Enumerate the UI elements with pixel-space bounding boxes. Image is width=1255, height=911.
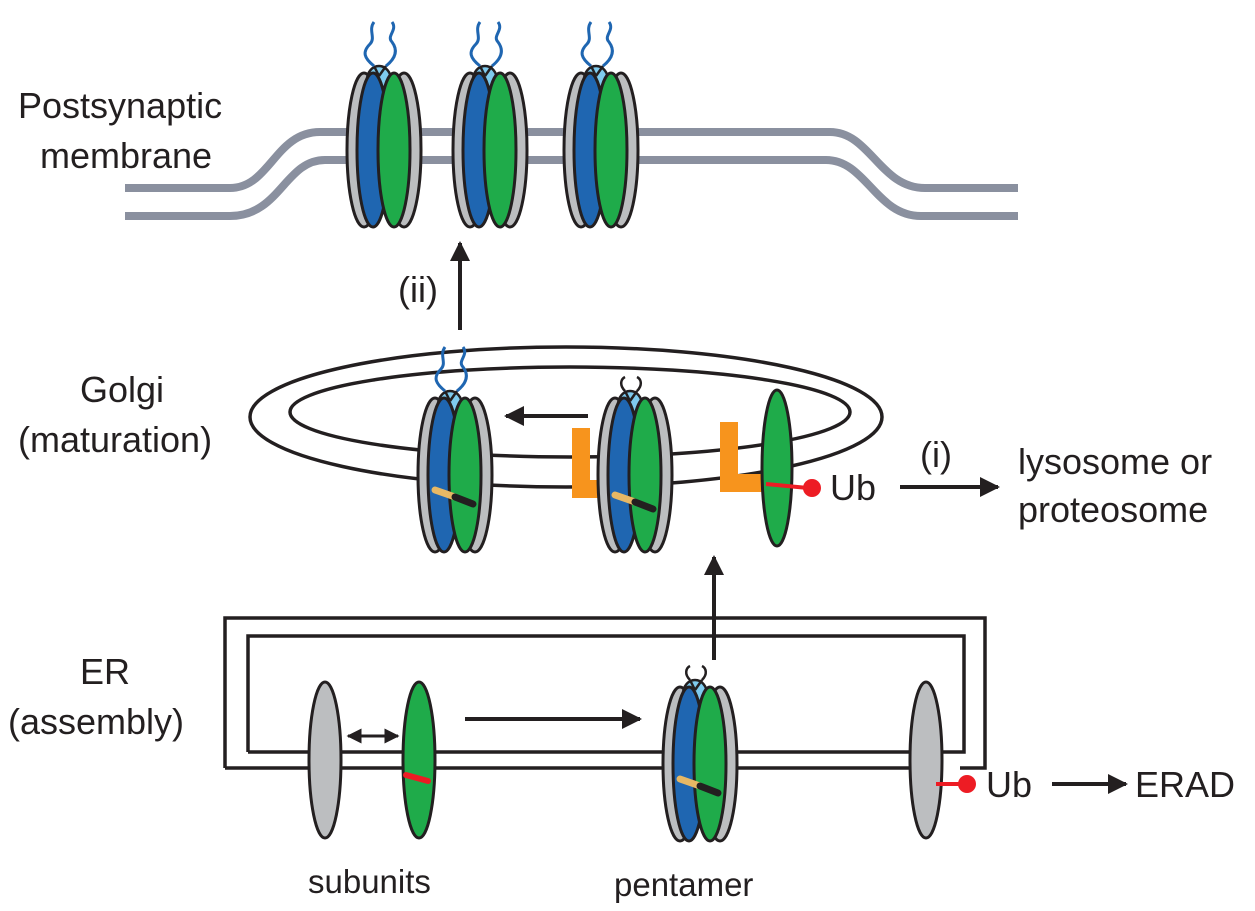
golgi-label-line1: Golgi — [80, 369, 164, 410]
er-subunit-red-tag — [403, 772, 431, 784]
lysosome-label-line2: proteosome — [1018, 489, 1208, 530]
ubiquitin-dot-er — [958, 775, 976, 793]
golgi-label-line2: (maturation) — [18, 419, 212, 460]
er-pentamer — [663, 666, 737, 841]
golgi-receptor-mature — [418, 347, 492, 552]
step-i-label: (i) — [920, 434, 952, 475]
golgi-green-subunit — [760, 388, 794, 548]
surface-receptor-1 — [347, 22, 421, 227]
er-green-subunit — [401, 680, 437, 840]
er-label-line2: (assembly) — [8, 701, 184, 742]
golgi-receptor-chaperoned — [598, 377, 672, 552]
lysosome-label-line1: lysosome or — [1018, 441, 1212, 482]
golgi-compartment — [248, 345, 884, 489]
pentamer-label: pentamer — [614, 866, 753, 903]
postsynaptic-label-line2: membrane — [40, 135, 212, 176]
er-gray-subunit — [307, 680, 343, 840]
er-misfolded-subunit — [908, 680, 944, 840]
surface-receptor-2 — [453, 22, 527, 227]
step-ii-label: (ii) — [398, 269, 438, 310]
ub-er-label: Ub — [986, 764, 1032, 805]
ub-golgi-label: Ub — [830, 467, 876, 508]
surface-receptor-3 — [564, 22, 638, 227]
er-label-line1: ER — [80, 651, 130, 692]
subunits-label: subunits — [308, 863, 431, 900]
erad-label: ERAD — [1135, 764, 1235, 805]
ubiquitin-dot-golgi — [803, 479, 821, 497]
postsynaptic-label-line1: Postsynaptic — [18, 85, 222, 126]
ubiquitin-link-golgi — [765, 482, 809, 490]
